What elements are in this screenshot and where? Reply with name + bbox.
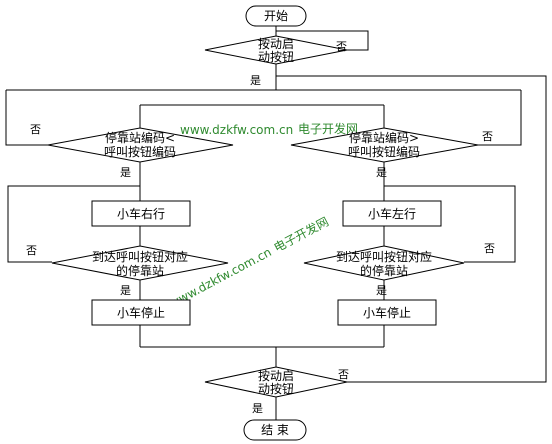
arrive-right-diamond [303,245,465,281]
cmp-right-label-1: 停靠站编码> [349,130,419,145]
node-move-right: 小车右行 [91,200,191,227]
end-label: 结 束 [261,423,289,437]
arrive-right-label-2: 的停靠站 [360,263,408,278]
label-no-arrive-left: 否 [26,244,37,257]
label-no-arrive-right: 否 [484,242,495,255]
start-check-diamond [204,35,348,65]
stop-right-box [337,299,437,326]
end-check-label-1: 按动启 [258,369,294,383]
end-terminal-shape [243,419,307,441]
node-cmp-right: 停靠站编码> 呼叫按钮编码 [290,127,479,163]
node-arrive-left: 到达呼叫按钮对应 的停靠站 [51,245,229,281]
edge-right-outer-no [478,90,522,146]
start-check-label-2: 动按钮 [258,49,294,64]
edge-arrive-right-no [384,185,516,263]
cmp-left-label-2: 呼叫按钮编码 [104,144,176,159]
watermark-top-cn: 电子开发网 [298,121,358,136]
edge-arrive-left-no [7,185,140,263]
watermark-top-url: www.dzkfw.com.cn [180,123,293,137]
label-no-cmp-right: 否 [482,130,493,143]
label-yes-cmp-right: 是 [376,166,387,179]
end-check-diamond [204,366,348,398]
label-yes-start-check: 是 [250,74,261,87]
move-right-box [91,200,191,227]
start-check-label-1: 按动启 [258,37,294,51]
cmp-left-diamond [47,127,234,163]
arrive-right-label-1: 到达呼叫按钮对应 [336,249,432,264]
cmp-right-label-2: 呼叫按钮编码 [348,144,420,159]
node-stop-right: 小车停止 [337,299,437,326]
move-left-label: 小车左行 [368,206,416,221]
move-left-box [342,200,442,227]
label-no-cmp-left: 否 [30,123,41,136]
cmp-left-label-1: 停靠站编码< [105,130,175,145]
stop-left-box [91,299,191,326]
node-cmp-left: 停靠站编码< 呼叫按钮编码 [47,127,234,163]
edge-check-no-loop [276,30,369,51]
edge-end-check-no-loop [276,75,547,383]
node-end-check: 按动启 动按钮 [204,366,348,398]
start-label: 开始 [264,9,288,23]
cmp-right-diamond [290,127,479,163]
label-yes-cmp-left: 是 [120,166,131,179]
stop-right-label: 小车停止 [363,305,411,320]
branch-labels: 否 是 否 否 是 是 否 否 是 是 否 是 [26,40,495,415]
connectors [5,26,547,420]
label-no-start-check: 否 [336,40,347,53]
label-yes-end-check: 是 [252,402,263,415]
arrive-left-label-2: 的停靠站 [116,263,164,278]
node-start-check: 按动启 动按钮 [204,35,348,65]
node-end: 结 束 [243,419,307,441]
label-yes-arrive-right: 是 [376,284,387,297]
node-stop-left: 小车停止 [91,299,191,326]
arrive-left-label-1: 到达呼叫按钮对应 [92,249,188,264]
end-check-label-2: 动按钮 [258,381,294,396]
stop-left-label: 小车停止 [117,305,165,320]
arrive-left-diamond [51,245,229,281]
watermark-diag-cn: 电子开发网 [271,214,331,255]
edge-left-outer-no [5,90,48,146]
label-yes-arrive-left: 是 [120,284,131,297]
node-move-left: 小车左行 [342,200,442,227]
label-no-end-check: 否 [338,368,349,381]
node-arrive-right: 到达呼叫按钮对应 的停靠站 [303,245,465,281]
node-start: 开始 [245,5,307,27]
move-right-label: 小车右行 [117,206,165,221]
start-terminal-shape [245,5,307,27]
